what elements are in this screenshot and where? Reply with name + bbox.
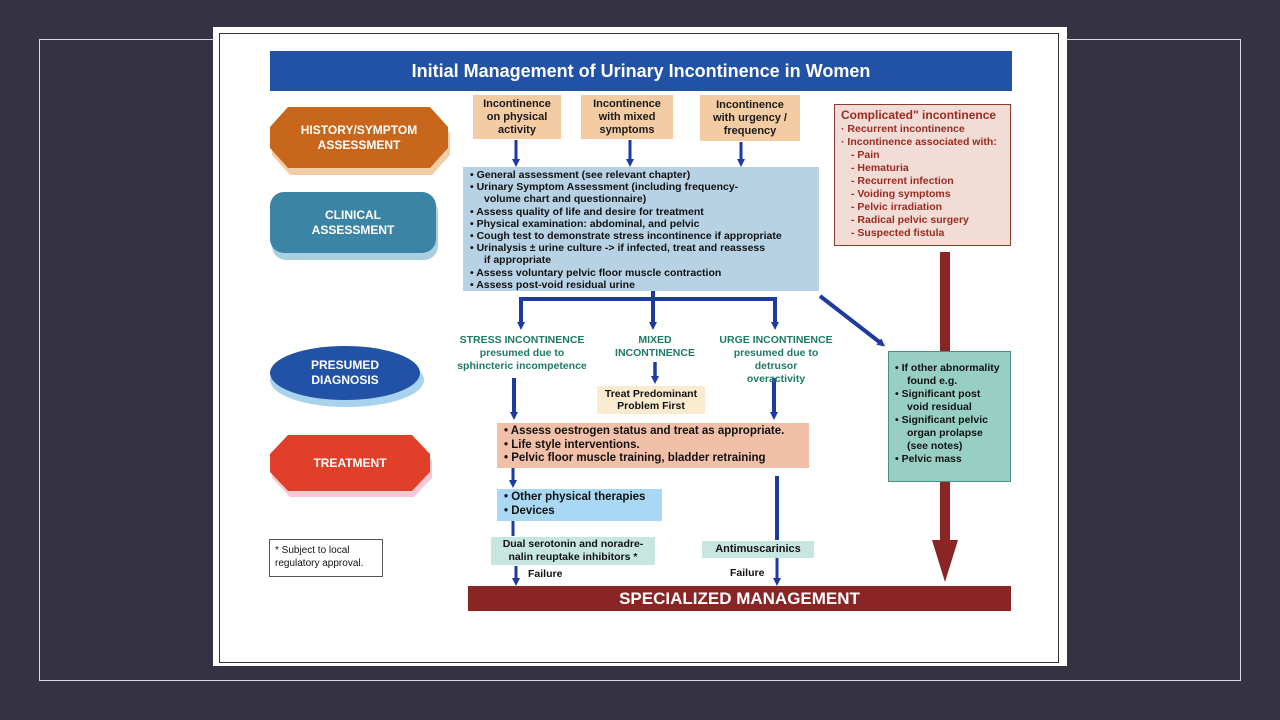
failure-label-right: Failure — [730, 567, 765, 579]
failure-label-left: Failure — [528, 568, 563, 580]
antimuscarinics-box: Antimuscarinics — [702, 541, 814, 558]
history-shape — [270, 107, 448, 168]
other-abnormality-box: • If other abnormality found e.g. • Sign… — [888, 351, 1011, 482]
treatment-interventions-box: • Assess oestrogen status and treat as a… — [497, 423, 809, 468]
clinical-assessment-box: • General assessment (see relevant chapt… — [463, 167, 819, 291]
diagram-border — [219, 33, 1059, 663]
clinical-shape — [270, 192, 436, 253]
regulatory-note: * Subject to local regulatory approval. — [269, 539, 383, 577]
diagram-title: Initial Management of Urinary Incontinen… — [270, 51, 1012, 91]
specialized-management-bar: SPECIALIZED MANAGEMENT — [468, 586, 1011, 611]
treatment-shape — [270, 435, 430, 491]
treatment-label: TREATMENT — [313, 455, 387, 470]
complicated-incontinence-box: Complicated" incontinence · Recurrent in… — [834, 104, 1011, 246]
other-therapies-box: • Other physical therapies • Devices — [497, 489, 662, 521]
presumed-shape — [270, 346, 420, 400]
dual-inhibitors-box: Dual serotonin and noradre-nalin reuptak… — [491, 537, 655, 565]
